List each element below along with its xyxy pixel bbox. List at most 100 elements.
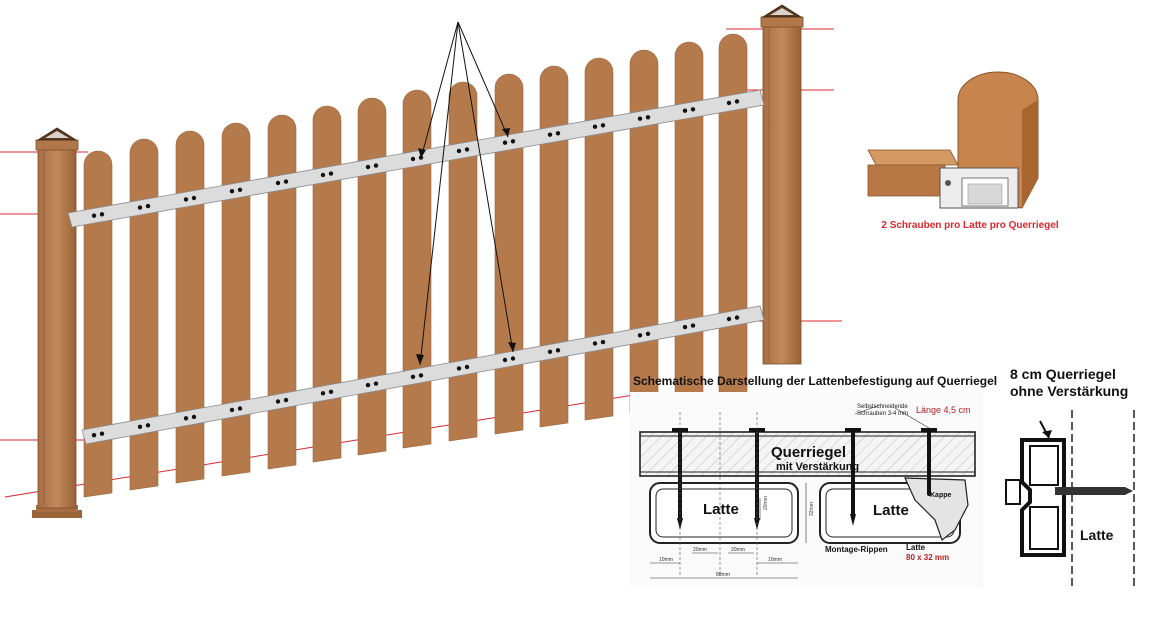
picket [402, 89, 432, 449]
picket [221, 122, 251, 477]
screw-hole [600, 339, 606, 345]
latte-left [649, 482, 799, 544]
screw-hole [410, 156, 416, 162]
right-post [760, 4, 804, 365]
side-view-title: 8 cm Querriegel ohne Verstärkung [1010, 366, 1128, 400]
kappe-label: Kappe [930, 492, 952, 499]
screw-hole [555, 131, 561, 136]
latte-left-label: Latte [703, 501, 739, 518]
dim-left-gap: 20mm [693, 547, 707, 553]
screw-label-line1: Selbstschneidende [857, 404, 908, 410]
screw-hole [734, 99, 740, 104]
screw-hole [237, 187, 243, 192]
screw-hole [600, 123, 606, 128]
schematic-labels: Selbstschneidende Schrauben 3-4 mm Länge… [659, 404, 1114, 578]
rail-profile [1020, 438, 1066, 557]
screw-label-line2: Schrauben 3-4 mm [857, 411, 908, 417]
screw-hole [373, 381, 379, 386]
screw-hole [637, 333, 643, 338]
screw-hole [734, 315, 740, 320]
screw-hole [373, 163, 379, 168]
dim-height: 32mm [809, 502, 815, 516]
screw-hole [237, 406, 243, 411]
screw-hole [328, 389, 334, 394]
screw-hole [555, 348, 561, 353]
screw-hole [145, 203, 151, 209]
screw-hole [464, 364, 470, 370]
screw-hole [464, 147, 470, 152]
picket [129, 138, 159, 491]
picket [267, 114, 297, 470]
screw-hole [418, 373, 424, 378]
latte-size-value: 80 x 32 mm [906, 553, 949, 562]
schematic-drawing [630, 392, 983, 587]
screw-hole [502, 357, 508, 363]
screw-hole [183, 197, 189, 202]
screw-hole [510, 356, 516, 361]
screw-hole [328, 171, 334, 176]
screw-hole [137, 205, 143, 210]
screw-hole [91, 433, 97, 438]
dim-right-edge: 10mm [768, 557, 782, 563]
dim-inner-height: 20mm [763, 496, 769, 510]
screw-hole [592, 124, 598, 129]
screw-hole [510, 139, 516, 144]
screw-hole [456, 366, 462, 371]
ribs-label: Montage-Rippen [825, 545, 888, 554]
screw-hole [275, 399, 281, 404]
screw-hole [137, 424, 143, 429]
detail-caption: 2 Schrauben pro Latte pro Querriegel [881, 220, 1059, 231]
screw-hole [275, 180, 281, 186]
screw-hole [99, 431, 105, 436]
side-latte-label: Latte [1080, 527, 1114, 543]
screw-length-label: Länge 4,5 cm [916, 405, 971, 415]
dim-right-gap: 20mm [731, 547, 745, 553]
screw-hole [410, 374, 416, 379]
upper-rail [67, 89, 765, 228]
picket [357, 97, 387, 456]
screw-holes [91, 99, 740, 438]
screw-hole [145, 423, 151, 428]
screw-hole [456, 148, 462, 154]
screw-hole [320, 391, 326, 396]
screw-hole [229, 407, 235, 413]
screw-hole [320, 172, 326, 178]
side-view-drawing [1005, 410, 1135, 590]
picket [83, 150, 113, 498]
screw-hole [365, 164, 371, 170]
screw-hole [183, 416, 189, 421]
screw-hole [645, 331, 651, 336]
rail-sublabel: mit Verstärkung [776, 461, 859, 473]
latte-right-label: Latte [873, 502, 909, 519]
picket [718, 33, 748, 400]
annotation-arrows [419, 21, 514, 366]
screw-hole [283, 397, 289, 403]
picket [674, 41, 704, 407]
schematic-title: Schematische Darstellung der Lattenbefes… [633, 374, 998, 388]
screw-hole [645, 115, 651, 120]
picket [629, 49, 659, 414]
picket [175, 130, 205, 484]
picket [312, 105, 342, 463]
dim-width: 80mm [716, 572, 730, 578]
left-post [32, 127, 82, 518]
screw-hole [682, 108, 688, 113]
screw-hole [91, 213, 97, 218]
fence-pickets [83, 33, 748, 498]
screw-hole [637, 116, 643, 121]
picket [584, 57, 614, 421]
screw-hole [191, 195, 197, 201]
picket [494, 73, 524, 435]
screw-hole [191, 414, 197, 420]
side-view-title-line2: ohne Verstärkung [1010, 383, 1129, 399]
picket [539, 65, 569, 428]
screw-hole [229, 189, 235, 194]
dim-left-edge: 10mm [659, 557, 673, 563]
side-view-title-line1: 8 cm Querriegel [1010, 366, 1116, 382]
screw-hole [547, 349, 553, 354]
screw-hole [726, 316, 732, 322]
picket [448, 81, 478, 442]
latte-size-label: Latte [906, 543, 926, 552]
detail-picket-photo [867, 71, 1039, 209]
